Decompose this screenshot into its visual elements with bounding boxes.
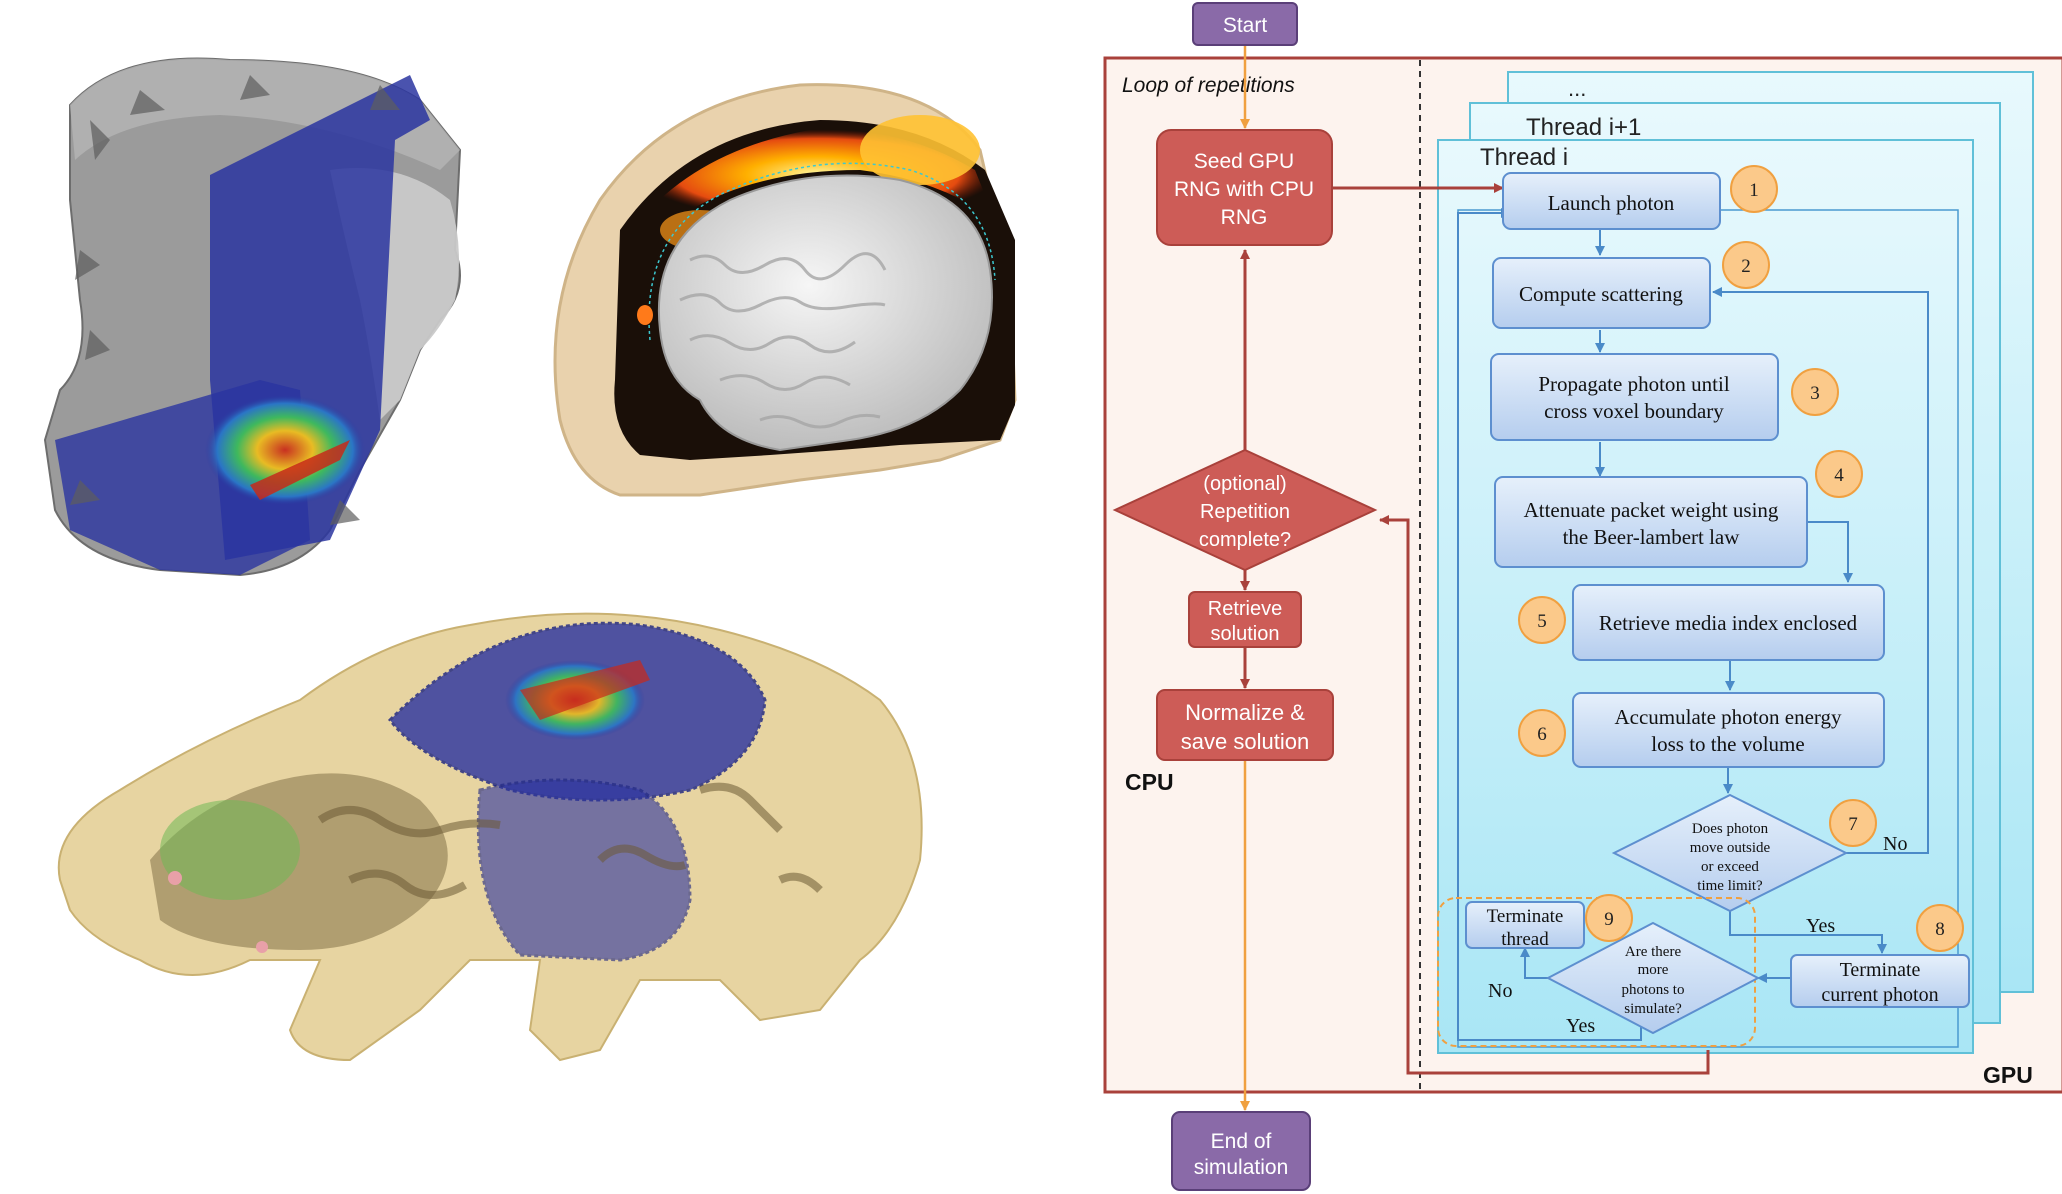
thread-i-plus-1-label: Thread i+1 [1526, 114, 1641, 141]
end-node: End of simulation [1171, 1111, 1311, 1191]
arrow-attenuate-retrieve [1807, 521, 1853, 583]
arrow-no-scatter [1712, 287, 1929, 854]
retrieve-line1: Retrieve [1208, 598, 1282, 620]
step-badge-1: 1 [1730, 165, 1778, 213]
start-label: Start [1223, 14, 1268, 37]
arrow-yes-launch [1457, 208, 1642, 1041]
step-badge-5: 5 [1518, 596, 1566, 644]
mouse-atlas-render [57, 612, 923, 1062]
terminate-thread-line1: Terminate [1487, 906, 1564, 927]
outside-line1: Does photon [1692, 821, 1769, 837]
repetition-decision: (optional) Repetition complete? [1112, 448, 1378, 572]
repetition-line2: Repetition [1200, 501, 1290, 523]
repetition-line3: complete? [1199, 529, 1291, 551]
scatter-label: Compute scattering [1519, 282, 1683, 306]
step-number-4: 4 [1834, 465, 1844, 486]
terminate-thread-node: Terminate thread [1465, 901, 1585, 950]
start-node: Start [1192, 2, 1298, 46]
normalize-line2: save solution [1181, 729, 1309, 754]
arrow-no-terminate-thread [1520, 947, 1550, 979]
arrow-thread-return [1379, 515, 1710, 1075]
accumulate-line1: Accumulate photon energy [1614, 705, 1842, 729]
terminate-photon-line2: current photon [1821, 984, 1938, 1006]
branch-no-outside: No [1883, 833, 1907, 855]
gpu-label: GPU [1983, 1062, 2033, 1088]
outside-line3: or exceed [1701, 859, 1759, 875]
more-line2: more [1638, 962, 1669, 978]
more-photons-decision: Are there more photons to simulate? [1545, 921, 1761, 1035]
seed-rng-node: Seed GPU RNG with CPU RNG [1156, 129, 1333, 246]
more-line3: photons to [1622, 982, 1685, 998]
terminate-photon-node: Terminate current photon [1790, 954, 1970, 1008]
terminate-photon-line1: Terminate [1840, 959, 1921, 981]
normalize-line1: Normalize & [1185, 700, 1305, 725]
attenuate-weight-node: Attenuate packet weight using the Beer-l… [1494, 476, 1808, 568]
step-number-2: 2 [1741, 256, 1751, 277]
step-number-1: 1 [1749, 180, 1759, 201]
more-line1: Are there [1625, 944, 1682, 960]
retrieve-line2: solution [1211, 623, 1280, 645]
step-badge-2: 2 [1722, 241, 1770, 289]
retrieve-solution-node: Retrieve solution [1188, 591, 1302, 648]
step-number-5: 5 [1537, 611, 1547, 632]
retrieve-media-node: Retrieve media index enclosed [1572, 584, 1885, 661]
propagate-photon-node: Propagate photon until cross voxel bound… [1490, 353, 1779, 441]
launch-label: Launch photon [1548, 191, 1675, 215]
loop-label: Loop of repetitions [1122, 74, 1295, 97]
step-number-6: 6 [1537, 724, 1547, 745]
accumulate-energy-node: Accumulate photon energy loss to the vol… [1572, 692, 1885, 768]
terminate-thread-line2: thread [1501, 929, 1549, 950]
head-phantom-render [43, 57, 462, 577]
repetition-line1: (optional) [1203, 473, 1286, 495]
propagate-line1: Propagate photon until [1538, 372, 1729, 396]
outside-line2: move outside [1690, 840, 1771, 856]
outside-check-decision: Does photon move outside or exceed time … [1611, 793, 1849, 913]
seed-label-line3: RNG [1221, 206, 1268, 229]
step-number-8: 8 [1935, 919, 1945, 940]
attenuate-line1: Attenuate packet weight using [1524, 498, 1779, 522]
step-badge-7: 7 [1829, 799, 1877, 847]
retrieve-media-label: Retrieve media index enclosed [1599, 611, 1858, 635]
step-badge-9: 9 [1585, 894, 1633, 942]
outside-line4: time limit? [1697, 878, 1763, 894]
seed-label-line2: RNG with CPU [1174, 178, 1314, 201]
propagate-line2: cross voxel boundary [1544, 399, 1724, 423]
end-label-line2: simulation [1194, 1156, 1289, 1179]
step-badge-8: 8 [1916, 904, 1964, 952]
step-number-9: 9 [1604, 909, 1614, 930]
cpu-label: CPU [1125, 769, 1174, 795]
step-number-7: 7 [1848, 814, 1858, 835]
branch-yes-more: Yes [1566, 1015, 1595, 1037]
thread-ellipsis: ... [1568, 76, 1586, 101]
step-badge-4: 4 [1815, 450, 1863, 498]
compute-scattering-node: Compute scattering [1492, 257, 1711, 329]
step-badge-6: 6 [1518, 709, 1566, 757]
step-number-3: 3 [1810, 383, 1820, 404]
normalize-save-node: Normalize & save solution [1156, 689, 1334, 761]
step-badge-3: 3 [1791, 368, 1839, 416]
branch-no-more: No [1488, 980, 1512, 1002]
seed-label-line1: Seed GPU [1194, 150, 1294, 173]
launch-photon-node: Launch photon [1502, 172, 1721, 230]
branch-yes-outside: Yes [1806, 915, 1835, 937]
attenuate-line2: the Beer-lambert law [1563, 525, 1741, 549]
end-label-line1: End of [1211, 1130, 1272, 1153]
thread-i-label: Thread i [1480, 144, 1568, 171]
more-line4: simulate? [1624, 1001, 1682, 1017]
arrow-yes-terminate [1729, 895, 1887, 954]
brain-cutaway-render [553, 83, 1017, 497]
accumulate-line2: loss to the volume [1651, 732, 1804, 756]
